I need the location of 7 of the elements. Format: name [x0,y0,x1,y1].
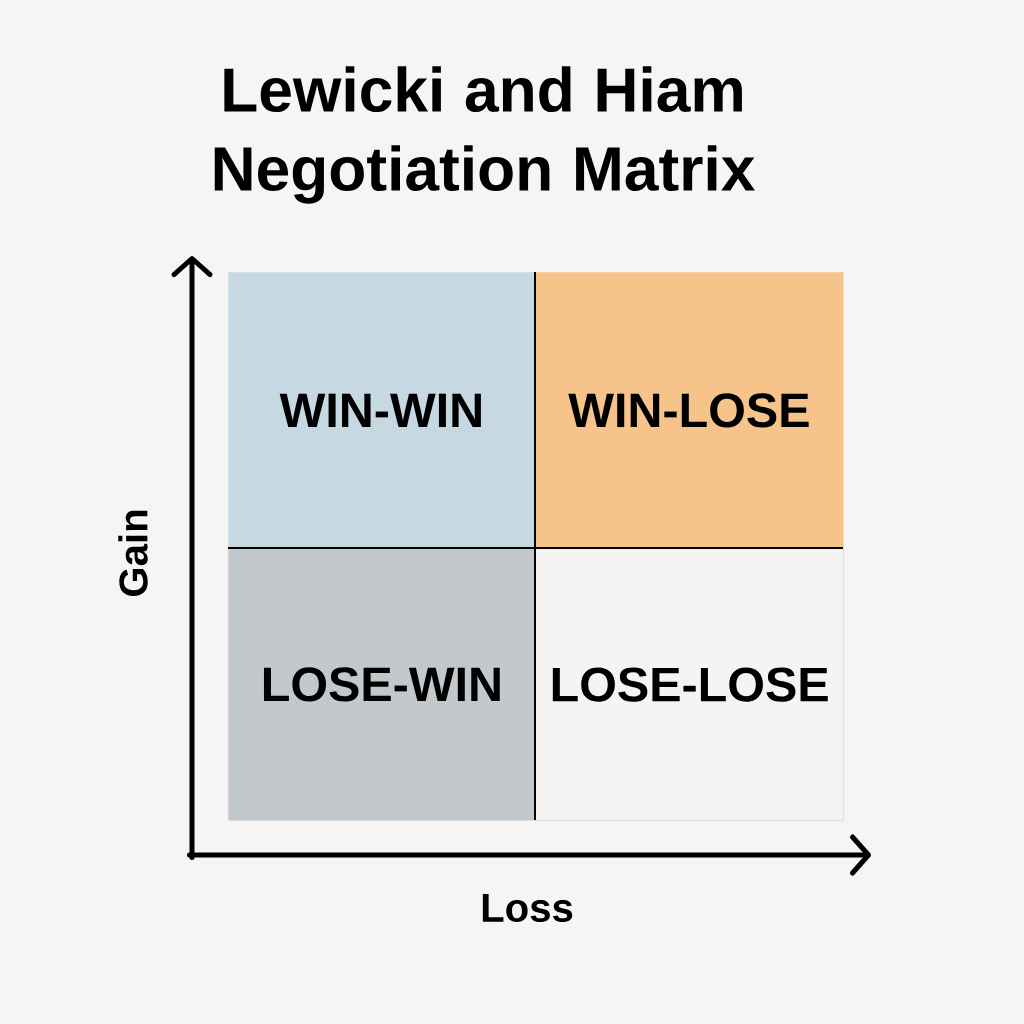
quadrant-box: WIN-LOSE [535,272,844,549]
quadrant-box: WIN-WIN [228,272,536,549]
axis-label: Loss [482,894,573,922]
axis-label: Gain [118,510,148,596]
quadrant-box: LOSE-WIN [228,548,536,821]
quadrant-box: LOSE-LOSE [535,548,845,822]
title: Lewicki and Hiam Negotiation Matrix [214,66,755,204]
